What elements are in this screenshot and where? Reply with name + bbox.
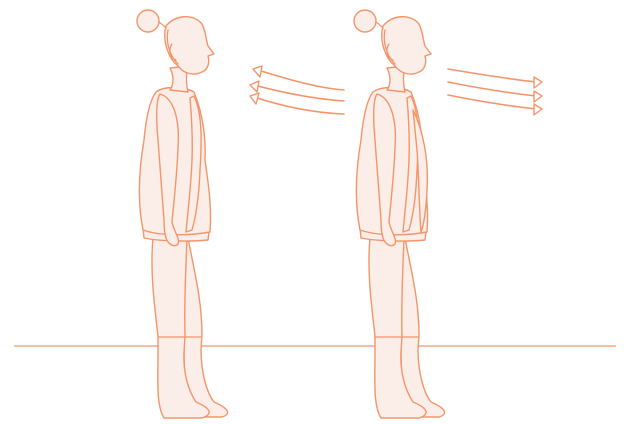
person-inhaling: [137, 10, 228, 418]
arrows-pointing-left-icon: [250, 66, 344, 114]
person-exhaling: [354, 10, 445, 418]
arrows-pointing-right-icon: [448, 69, 542, 115]
